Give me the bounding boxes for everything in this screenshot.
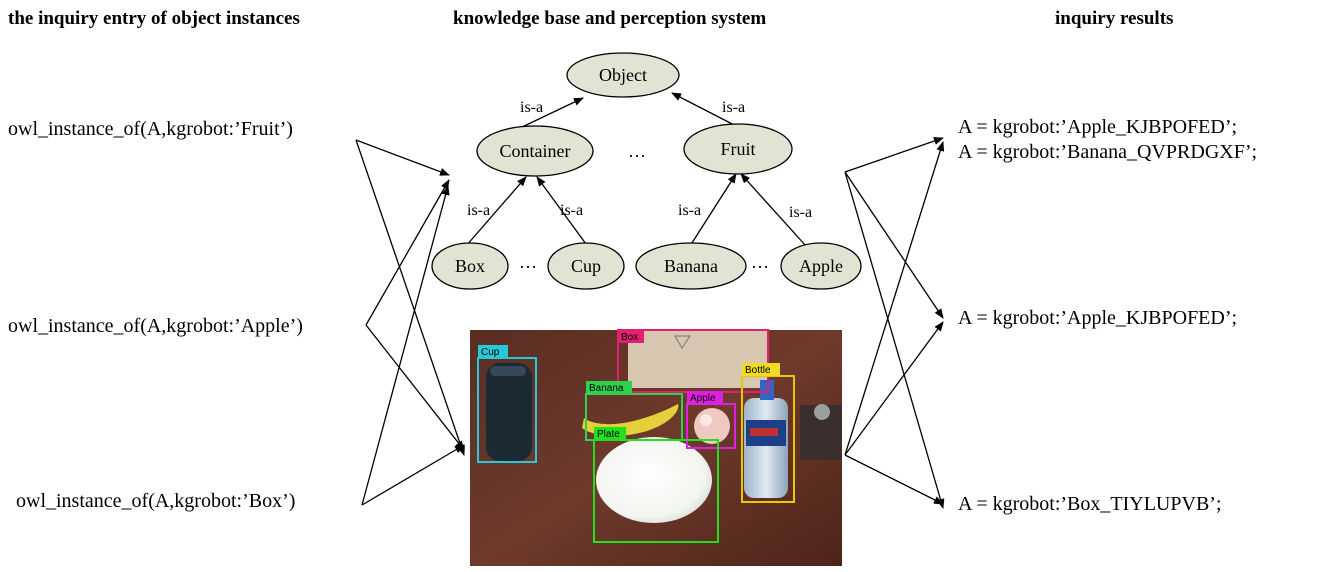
- header-knowledge-base: knowledge base and perception system: [453, 8, 767, 29]
- node-container-label: Container: [500, 141, 571, 161]
- edge-box-container: [465, 176, 527, 247]
- node-fruit-label: Fruit: [720, 139, 755, 159]
- ellipsis-containers: …: [519, 252, 537, 272]
- photo-bottle: [744, 398, 788, 498]
- node-cup: Cup: [547, 242, 625, 290]
- node-object: Object: [566, 52, 680, 98]
- node-container: Container: [476, 125, 594, 177]
- query-apple: owl_instance_of(A,kgrobot:’Apple’): [8, 315, 303, 337]
- detection-apple-label: Apple: [690, 393, 716, 404]
- node-cup-label: Cup: [571, 256, 601, 276]
- detection-plate-label: Plate: [597, 429, 620, 440]
- photo-cup: [486, 363, 532, 461]
- detection-cup: Cup: [477, 345, 537, 463]
- edge-label-banana-fruit: is-a: [678, 202, 701, 219]
- node-fruit: Fruit: [683, 123, 793, 175]
- result-box: A = kgrobot:’Box_TIYLUPVB’;: [958, 493, 1222, 515]
- node-banana: Banana: [635, 242, 747, 290]
- query-box: owl_instance_of(A,kgrobot:’Box’): [16, 490, 296, 512]
- node-box: Box: [431, 242, 509, 290]
- photo-apple: [694, 408, 730, 444]
- detection-cup-label: Cup: [481, 347, 500, 358]
- result-arrows: [844, 137, 945, 509]
- detection-bottle: Bottle: [741, 363, 795, 503]
- edge-label-cup-container: is-a: [560, 202, 583, 219]
- detection-apple: Apple: [686, 391, 736, 449]
- edge-label-container-object: is-a: [520, 99, 543, 116]
- node-apple-label: Apple: [799, 256, 843, 276]
- result-fruit-apple: A = kgrobot:’Apple_KJBPOFED’;: [958, 116, 1238, 138]
- edge-cup-container: [536, 176, 587, 245]
- edge-label-box-container: is-a: [467, 202, 490, 219]
- edge-apple-fruit: [740, 173, 807, 247]
- node-box-label: Box: [455, 256, 485, 276]
- photo-plate: [596, 437, 712, 523]
- query-arrows: [355, 139, 465, 506]
- ellipsis-fruits: …: [751, 252, 769, 272]
- header-inquiry-results: inquiry results: [1055, 8, 1174, 29]
- query-fruit: owl_instance_of(A,kgrobot:’Fruit’): [8, 118, 293, 140]
- edge-fruit-object: [671, 92, 741, 129]
- ellipsis-top: …: [628, 141, 646, 161]
- node-object-label: Object: [599, 65, 647, 85]
- edge-container-object: [519, 97, 584, 129]
- edge-label-apple-fruit: is-a: [789, 204, 812, 221]
- edge-banana-fruit: [689, 173, 737, 247]
- detection-banana-label: Banana: [589, 383, 624, 394]
- node-banana-label: Banana: [664, 256, 718, 276]
- header-inquiry-entry: the inquiry entry of object instances: [8, 8, 300, 29]
- detection-plate: Plate: [593, 427, 719, 543]
- result-apple: A = kgrobot:’Apple_KJBPOFED’;: [958, 307, 1238, 329]
- detection-box-label: Box: [621, 332, 638, 343]
- edge-label-fruit-object: is-a: [722, 99, 745, 116]
- detection-bottle-label: Bottle: [745, 365, 771, 376]
- node-apple: Apple: [780, 242, 862, 290]
- result-fruit-banana: A = kgrobot:’Banana_QVPRDGXF’;: [958, 141, 1258, 163]
- photo-box: [628, 330, 768, 388]
